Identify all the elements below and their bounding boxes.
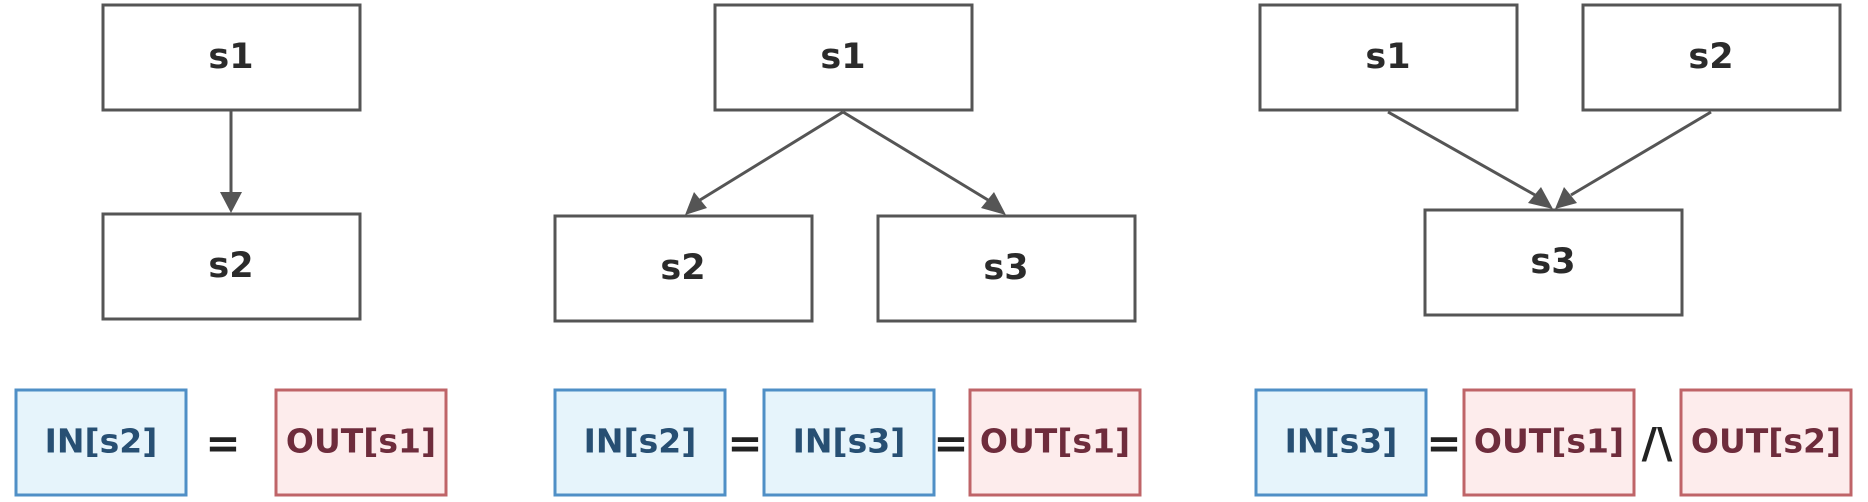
out-s1-box: OUT[s1] (968, 388, 1142, 497)
in-s2-label: IN[s2] (584, 422, 697, 461)
out-s1-label: OUT[s1] (286, 422, 436, 461)
in-s2-box: IN[s2] (553, 388, 727, 497)
node-s1: s1 (1258, 3, 1519, 112)
arrowhead (981, 192, 1006, 215)
out-s2-box: OUT[s2] (1679, 388, 1853, 497)
node-label: s1 (208, 37, 253, 77)
equals-sign: = (727, 419, 762, 468)
node-label: s2 (660, 248, 705, 288)
node-label: s2 (1688, 37, 1733, 77)
node-s3: s3 (1423, 208, 1684, 317)
edge-s1-s3 (1387, 110, 1536, 197)
node-s2: s2 (553, 214, 814, 323)
meet-operator: /\ (1642, 419, 1673, 468)
out-s1-box: OUT[s1] (1462, 388, 1636, 497)
equals-sign: = (205, 419, 240, 468)
node-label: s3 (1530, 242, 1575, 282)
equals-sign: = (933, 419, 968, 468)
edge-s2-s3 (1570, 110, 1712, 197)
node-label: s3 (983, 248, 1028, 288)
node-label: s1 (1365, 37, 1410, 77)
arrowhead (220, 192, 242, 213)
diagram-1: s1 s2 IN[s2] = OUT[s1] (14, 3, 448, 497)
in-s3-label: IN[s3] (793, 422, 906, 461)
in-s3-label: IN[s3] (1285, 422, 1398, 461)
edge-s1-s2 (699, 110, 844, 202)
in-s3-box: IN[s3] (762, 388, 936, 497)
diagram-3: s1 s2 s3 IN[s3] = OUT[s1] /\ OUT[s2] (1254, 3, 1853, 497)
node-s1: s1 (101, 3, 362, 112)
edge-s1-s3 (842, 110, 989, 202)
in-s3-box: IN[s3] (1254, 388, 1428, 497)
diagram-2: s1 s2 s3 IN[s2] = IN[s3] = OUT[s1] (553, 3, 1142, 497)
out-s1-box: OUT[s1] (274, 388, 448, 497)
out-s1-label: OUT[s1] (1474, 422, 1624, 461)
arrowhead (1555, 187, 1577, 209)
node-label: s2 (208, 246, 253, 286)
node-s2: s2 (101, 212, 362, 321)
equals-sign: = (1426, 419, 1461, 468)
node-s1: s1 (713, 3, 974, 112)
in-s2-box: IN[s2] (14, 388, 188, 497)
in-s2-label: IN[s2] (45, 422, 158, 461)
node-s2: s2 (1581, 3, 1842, 112)
arrowhead (1528, 187, 1553, 209)
out-s1-label: OUT[s1] (980, 422, 1130, 461)
node-label: s1 (820, 37, 865, 77)
out-s2-label: OUT[s2] (1691, 422, 1841, 461)
arrowhead (685, 192, 707, 215)
node-s3: s3 (876, 214, 1137, 323)
